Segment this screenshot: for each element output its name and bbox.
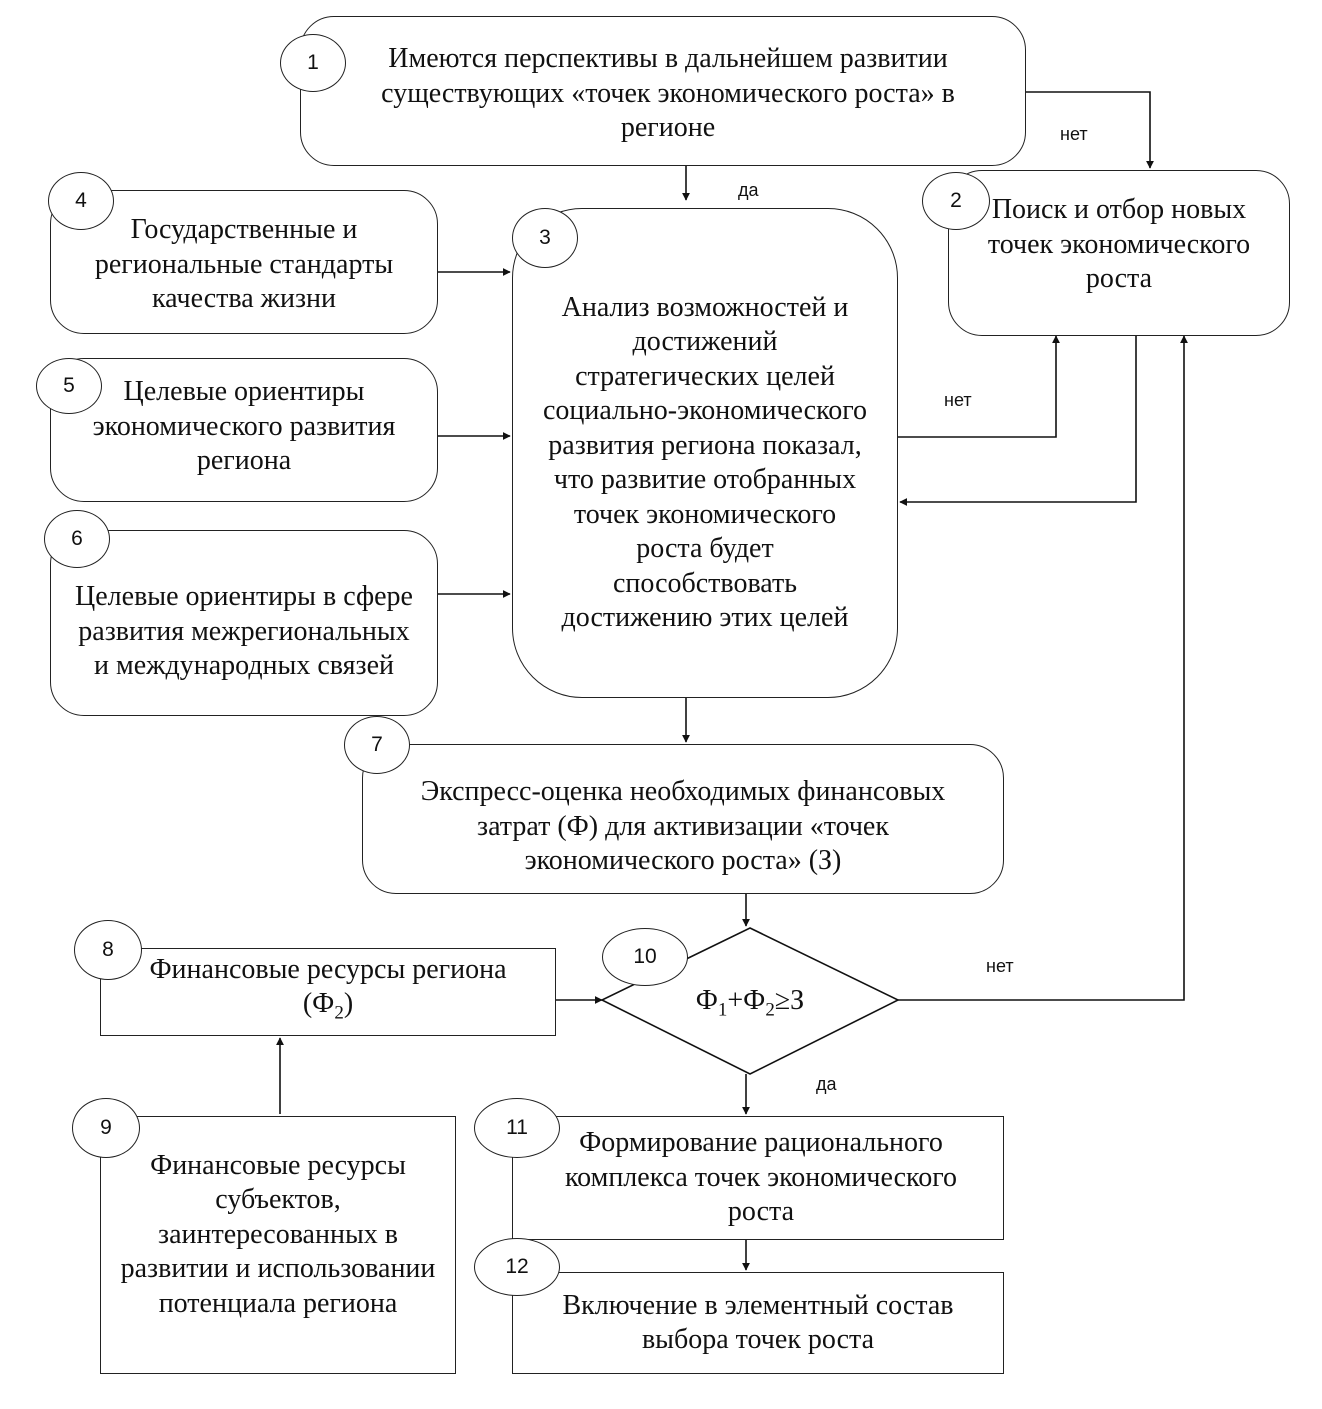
circle-5-number: 5 bbox=[63, 374, 75, 397]
box-12: Включение в элементный состав выбора точ… bbox=[512, 1272, 1004, 1374]
arrow-2-to-3 bbox=[899, 336, 1137, 506]
label-no-10-2: нет bbox=[986, 956, 1014, 976]
box-8-text: Финансовые ресурсы региона (Ф2) bbox=[149, 953, 507, 1024]
box-5-text: Целевые ориентиры экономического развити… bbox=[92, 376, 396, 477]
box-11: Формирование рационального комплекса точ… bbox=[512, 1116, 1004, 1240]
circle-11: 11 bbox=[474, 1098, 560, 1158]
arrow-1-to-2 bbox=[1026, 91, 1154, 169]
box-3-text: Анализ возможностей и достижений стратег… bbox=[542, 291, 868, 634]
box-1-text: Имеются перспективы в дальнейшем развити… bbox=[381, 43, 955, 144]
circle-12: 12 bbox=[474, 1238, 560, 1296]
circle-10: 10 bbox=[602, 928, 688, 986]
circle-1: 1 bbox=[280, 34, 346, 92]
label-yes-10-11: да bbox=[816, 1074, 837, 1094]
label-no-3-2: нет bbox=[944, 390, 972, 410]
circle-1-number: 1 bbox=[307, 51, 319, 74]
box-7: Экспресс-оценка необходимых финансовых з… bbox=[362, 744, 1004, 894]
decision-10-formula: Ф1+Ф2≥З bbox=[695, 985, 805, 1021]
circle-2-number: 2 bbox=[950, 189, 962, 212]
circle-5: 5 bbox=[36, 358, 102, 414]
box-9-text: Финансовые ресурсы субъектов, заинтересо… bbox=[120, 1149, 436, 1319]
circle-8: 8 bbox=[74, 920, 142, 980]
circle-9: 9 bbox=[72, 1098, 140, 1158]
label-no-1-2: нет bbox=[1060, 124, 1088, 144]
box-9: Финансовые ресурсы субъектов, заинтересо… bbox=[100, 1116, 456, 1374]
box-4: Государственные и региональные стандарты… bbox=[50, 190, 438, 334]
circle-10-number: 10 bbox=[633, 945, 657, 968]
box-6: Целевые ориентиры в сфере развития межре… bbox=[50, 530, 438, 716]
label-yes-1-3: да bbox=[738, 180, 759, 200]
box-5: Целевые ориентиры экономического развити… bbox=[50, 358, 438, 502]
circle-3-number: 3 bbox=[539, 226, 551, 249]
circle-2: 2 bbox=[922, 172, 990, 230]
box-8: Финансовые ресурсы региона (Ф2) bbox=[100, 948, 556, 1036]
circle-8-number: 8 bbox=[102, 938, 114, 961]
circle-6-number: 6 bbox=[71, 527, 83, 550]
circle-12-number: 12 bbox=[505, 1255, 529, 1278]
circle-7: 7 bbox=[344, 716, 410, 774]
box-4-text: Государственные и региональные стандарты… bbox=[94, 214, 394, 315]
circle-3: 3 bbox=[512, 208, 578, 268]
circle-4: 4 bbox=[48, 172, 114, 230]
box-7-text: Экспресс-оценка необходимых финансовых з… bbox=[420, 776, 946, 877]
arrow-10-to-2 bbox=[898, 335, 1188, 1001]
arrow-3-to-2 bbox=[898, 335, 1060, 438]
circle-11-number: 11 bbox=[506, 1116, 528, 1139]
box-3: Анализ возможностей и достижений стратег… bbox=[512, 208, 898, 698]
circle-4-number: 4 bbox=[75, 189, 87, 212]
circle-6: 6 bbox=[44, 510, 110, 568]
circle-9-number: 9 bbox=[100, 1116, 112, 1139]
box-1: Имеются перспективы в дальнейшем развити… bbox=[300, 16, 1026, 166]
box-2-text: Поиск и отбор новых точек экономического… bbox=[987, 194, 1251, 295]
box-11-text: Формирование рационального комплекса точ… bbox=[564, 1127, 958, 1228]
box-12-text: Включение в элементный состав выбора точ… bbox=[562, 1289, 954, 1356]
box-6-text: Целевые ориентиры в сфере развития межре… bbox=[75, 581, 413, 682]
circle-7-number: 7 bbox=[371, 733, 383, 756]
box-2: Поиск и отбор новых точек экономического… bbox=[948, 170, 1290, 336]
